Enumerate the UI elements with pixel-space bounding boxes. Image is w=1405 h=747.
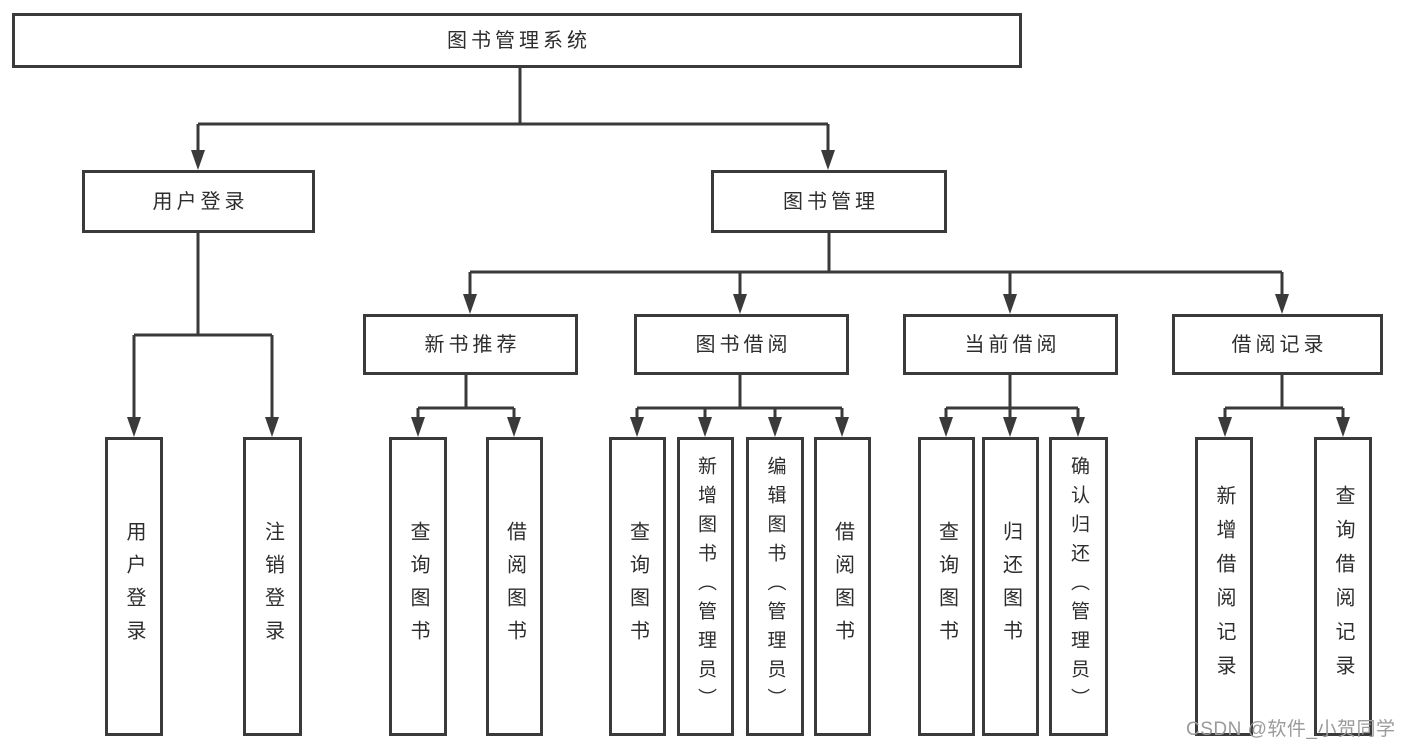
leaf-edit-books-admin: 编辑图书（管理员） (746, 437, 804, 736)
leaf-label: 注销登录 (261, 520, 284, 653)
leaf-query-borrow-record: 查询借阅记录 (1314, 437, 1372, 736)
node-borrowing-records: 借阅记录 (1172, 314, 1383, 375)
arrowhead (630, 417, 644, 437)
leaf-label: 查询借阅记录 (1332, 484, 1354, 689)
csdn-watermark: CSDN @软件_小贺同学 (1186, 719, 1396, 740)
leaf-label: 新增图书（管理员） (695, 456, 716, 717)
arrowhead (1336, 417, 1350, 437)
arrowhead (1003, 417, 1017, 437)
leaf-label: 查询图书 (626, 520, 649, 653)
leaf-logout: 注销登录 (243, 437, 302, 736)
node-label: 当前借阅 (964, 333, 1061, 356)
leaf-query-books-current: 查询图书 (918, 437, 975, 736)
leaf-label: 用户登录 (123, 520, 145, 653)
arrowhead (1275, 294, 1289, 314)
node-label: 图书借阅 (695, 333, 792, 356)
leaf-add-borrow-record: 新增借阅记录 (1195, 437, 1253, 736)
arrowhead (411, 417, 425, 437)
node-label: 图书管理 (783, 190, 879, 213)
leaf-return-books: 归还图书 (982, 437, 1039, 736)
node-current-borrowing: 当前借阅 (903, 314, 1118, 375)
arrowhead (698, 417, 712, 437)
leaf-label: 借阅图书 (831, 520, 854, 653)
leaf-borrow-books-borrowing: 借阅图书 (814, 437, 871, 736)
arrowhead (265, 417, 279, 437)
arrowhead (1218, 417, 1232, 437)
node-label: 借阅记录 (1231, 333, 1328, 356)
arrowhead (127, 417, 141, 437)
edge-borrowing-to-leaves (635, 375, 844, 418)
leaf-user-login: 用户登录 (105, 437, 163, 736)
node-label: 新书推荐 (424, 333, 521, 356)
arrowhead (191, 150, 205, 170)
node-label: 用户登录 (152, 190, 249, 213)
leaf-label: 确认归还（管理员） (1068, 456, 1089, 717)
leaf-borrow-books-newbooks: 借阅图书 (486, 437, 543, 736)
arrowhead (733, 294, 747, 314)
leaf-query-books-borrowing: 查询图书 (609, 437, 666, 736)
node-label: 图书管理系统 (447, 29, 591, 52)
node-book-borrowing: 图书借阅 (634, 314, 849, 375)
edge-userlogin-to-leaves (132, 233, 274, 418)
edge-bookmgmt-to-level3 (468, 233, 1284, 295)
edge-root-to-level2 (196, 68, 830, 151)
leaf-label: 借阅图书 (503, 520, 526, 653)
arrowhead (463, 294, 477, 314)
leaf-label: 查询图书 (935, 520, 958, 653)
node-library-management-system: 图书管理系统 (12, 13, 1022, 68)
leaf-query-books-newbooks: 查询图书 (389, 437, 447, 736)
arrowhead (1003, 294, 1017, 314)
arrowhead (1071, 417, 1085, 437)
leaf-label: 归还图书 (999, 520, 1022, 653)
arrowhead (821, 150, 835, 170)
arrowhead (507, 417, 521, 437)
arrowhead (835, 417, 849, 437)
node-book-management: 图书管理 (711, 170, 947, 233)
arrowhead (939, 417, 953, 437)
leaf-confirm-return-admin: 确认归还（管理员） (1049, 437, 1108, 736)
leaf-label: 查询图书 (407, 520, 429, 653)
edge-newbooks-to-leaves (416, 375, 516, 418)
edge-records-to-leaves (1223, 375, 1345, 418)
node-new-book-recommend: 新书推荐 (363, 314, 578, 375)
leaf-label: 编辑图书（管理员） (764, 456, 786, 717)
leaf-add-books-admin: 新增图书（管理员） (677, 437, 734, 736)
arrowhead (768, 417, 782, 437)
edge-current-to-leaves (944, 375, 1080, 418)
leaf-label: 新增借阅记录 (1213, 484, 1235, 689)
node-user-login: 用户登录 (82, 170, 315, 233)
